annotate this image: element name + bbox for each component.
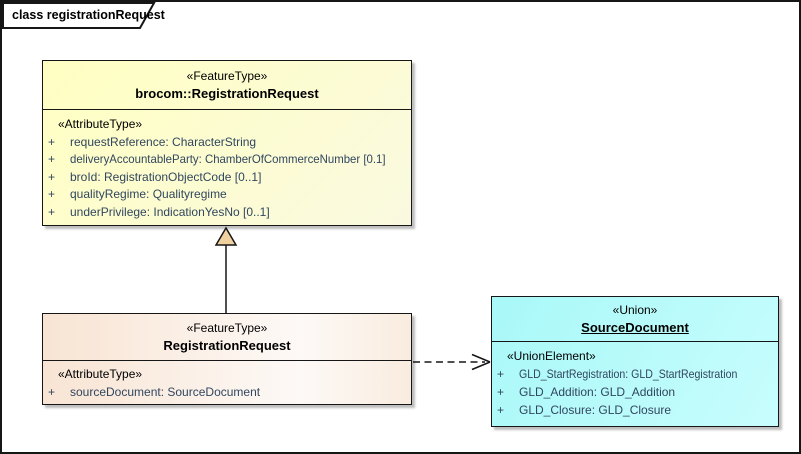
attribute-compartment: «AttributeType» + sourceDocument: Source… [43,360,411,401]
class-header: «FeatureType» RegistrationRequest [43,314,411,360]
class-header: «Union» SourceDocument [492,297,778,341]
attribute-row[interactable]: + broId: RegistrationObjectCode [0..1] [43,169,411,187]
dependency-arrow[interactable] [413,353,491,371]
attribute-stereotype: «AttributeType» [58,367,143,381]
visibility-marker: + [48,134,56,149]
attribute-stereotype: «AttributeType» [58,117,143,131]
stereotype-label: «FeatureType» [186,69,268,83]
visibility-marker: + [497,367,505,381]
visibility-marker: + [497,403,505,417]
attribute-compartment: «UnionElement» + GLD_StartRegistration: … [492,341,778,419]
attribute-text: GLD_Addition: GLD_Addition [519,385,676,399]
attribute-row[interactable]: + GLD_Addition: GLD_Addition [492,383,778,401]
attribute-compartment: «AttributeType» + requestReference: Char… [43,109,411,221]
class-box-brocom-registration-request[interactable]: «FeatureType» brocom::RegistrationReques… [42,60,412,226]
stereotype-label: «FeatureType» [186,321,268,335]
attribute-row[interactable]: + GLD_StartRegistration: GLD_StartRegist… [492,365,778,383]
class-name: SourceDocument [581,320,689,335]
visibility-marker: + [48,152,56,166]
class-box-source-document[interactable]: «Union» SourceDocument «UnionElement» + … [491,296,779,427]
attribute-text: sourceDocument: SourceDocument [70,384,261,399]
attribute-row[interactable]: + sourceDocument: SourceDocument [43,384,411,402]
class-name: RegistrationRequest [163,338,291,353]
generalization-arrow[interactable] [214,226,238,313]
attribute-text: qualityRegime: Qualityregime [70,187,227,201]
attribute-text: requestReference: CharacterString [70,134,257,149]
attribute-text: broId: RegistrationObjectCode [0..1] [70,169,262,184]
class-box-registration-request[interactable]: «FeatureType» RegistrationRequest «Attri… [42,313,412,405]
frame-tab [2,2,156,29]
attribute-row[interactable]: + GLD_Closure: GLD_Closure [492,401,778,419]
visibility-marker: + [497,385,505,399]
attribute-stereotype: «UnionElement» [507,349,596,363]
attribute-row[interactable]: + qualityRegime: Qualityregime [43,186,411,204]
visibility-marker: + [48,384,56,399]
attribute-text: GLD_Closure: GLD_Closure [519,403,672,417]
stereotype-label: «Union» [612,303,658,317]
visibility-marker: + [48,204,56,219]
attribute-row[interactable]: + underPrivilege: IndicationYesNo [0..1] [43,204,411,222]
class-name: brocom::RegistrationRequest [135,86,319,101]
class-header: «FeatureType» brocom::RegistrationReques… [43,61,411,109]
visibility-marker: + [48,187,56,201]
attribute-text: GLD_StartRegistration: GLD_StartRegistra… [519,367,738,381]
attribute-row[interactable]: + requestReference: CharacterString [43,134,411,152]
attribute-text: underPrivilege: IndicationYesNo [0..1] [70,204,270,219]
frame-tab-label: class registrationRequest [12,8,165,22]
attribute-text: deliveryAccountableParty: ChamberOfComme… [70,152,386,166]
attribute-row[interactable]: + deliveryAccountableParty: ChamberOfCom… [43,151,411,169]
visibility-marker: + [48,169,56,184]
